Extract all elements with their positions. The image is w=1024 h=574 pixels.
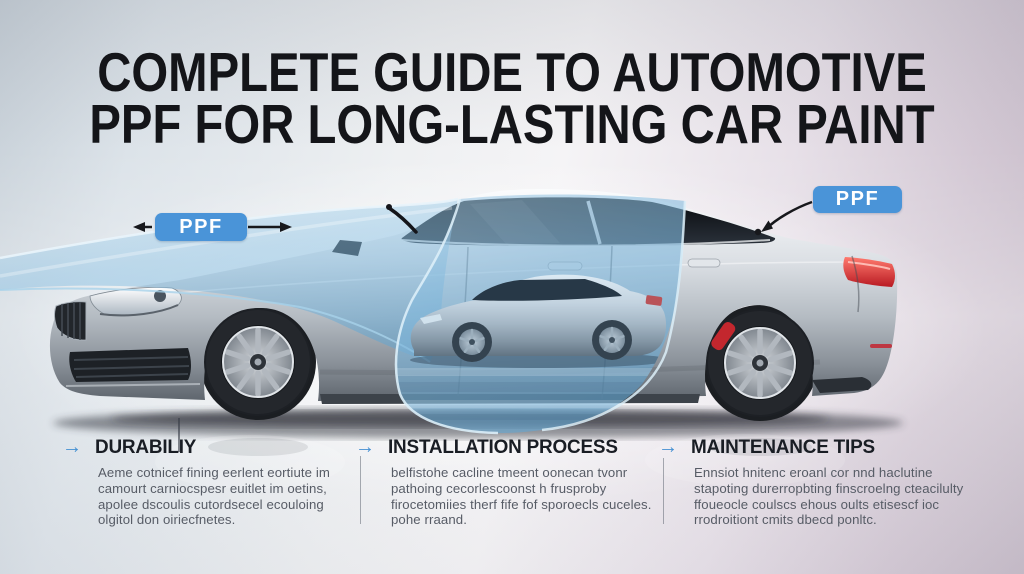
- ppf-label-right: PPF: [813, 186, 902, 213]
- arrow-right-icon: →: [62, 436, 82, 458]
- section-body: Aeme cotnicef fining eerlent eortiute im…: [98, 465, 330, 528]
- section-durability: → DURABILIY Aeme cotnicef fining eerlent…: [62, 436, 354, 528]
- ppf-label-left: PPF: [155, 213, 247, 241]
- door-handle-rear: [687, 258, 721, 268]
- ppf-film-sheet: [394, 194, 687, 435]
- car-front: [54, 286, 201, 387]
- arrow-right-icon: →: [658, 436, 678, 458]
- section-heading: INSTALLATION PROCESS: [388, 436, 618, 458]
- arrow-right-icon: →: [355, 436, 375, 458]
- film-peel-flick: [386, 204, 418, 234]
- car-rear: [812, 255, 895, 393]
- annotation-arrow-right: [754, 200, 813, 236]
- title-line-1: COMPLETE GUIDE TO AUTOMOTIVE: [97, 41, 927, 103]
- title-line-2: PPF FOR LONG-LASTING CAR PAINT: [89, 93, 935, 155]
- section-installation-process: → INSTALLATION PROCESS belfistohe caclin…: [355, 436, 655, 528]
- section-maintenance-tips: → MAINTENANCE TIPS Ennsiot hnitenc eroan…: [658, 436, 1003, 528]
- tail-light: [843, 257, 895, 287]
- divider-stub: [178, 418, 180, 452]
- page-title: COMPLETE GUIDE TO AUTOMOTIVE PPF FOR LON…: [72, 41, 953, 155]
- front-wheel: [204, 308, 312, 416]
- ppf-film-hood: [0, 197, 459, 363]
- section-heading: MAINTENANCE TIPS: [691, 436, 875, 458]
- section-body: Ennsiot hnitenc eroanl cor nnd haclutine…: [694, 465, 964, 528]
- brake-caliper: [711, 322, 736, 351]
- section-body: belfistohe cacline tmeent oonecan tvonr …: [391, 465, 652, 528]
- front-intake: [69, 348, 191, 382]
- column-divider-2: [663, 458, 664, 524]
- rear-diffuser: [812, 377, 872, 393]
- rear-reflector: [870, 344, 892, 348]
- section-heading: DURABILIY: [95, 436, 197, 458]
- annotation-arrow-left: [133, 222, 292, 232]
- rear-wheel: [706, 309, 814, 417]
- column-divider-1: [360, 456, 361, 524]
